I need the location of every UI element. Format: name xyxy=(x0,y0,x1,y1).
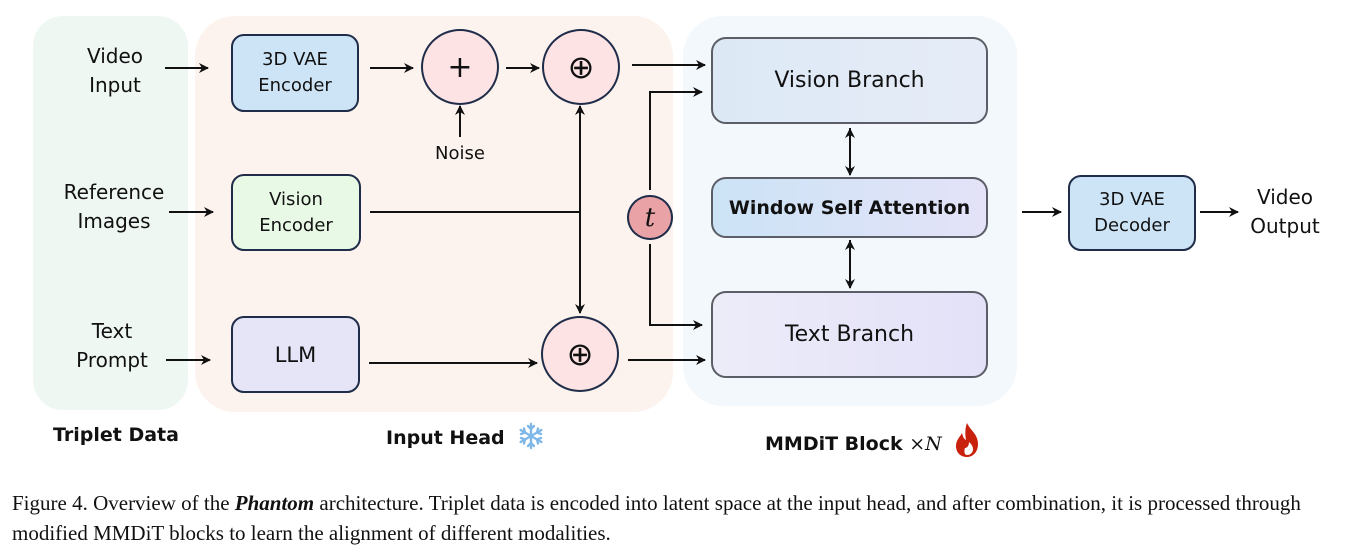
input-head-text: Input Head xyxy=(386,427,505,449)
text-prompt-line1: Text xyxy=(91,319,133,343)
video-input-line1: Video xyxy=(86,44,144,68)
vae-decoder-line2: Decoder xyxy=(1094,215,1170,236)
plus-icon: + xyxy=(447,49,473,85)
snowflake-icon xyxy=(519,422,543,450)
add-operator: + xyxy=(421,29,499,105)
vision-branch-label: Vision Branch xyxy=(774,68,925,93)
caption-emphasis: Phantom xyxy=(234,491,315,515)
text-branch-label: Text Branch xyxy=(784,322,915,347)
triplet-data-title: Triplet Data xyxy=(53,424,179,446)
arrow-t-to-text-branch xyxy=(649,244,703,330)
circled-plus-icon: ⊕ xyxy=(567,48,595,86)
vae-encoder-line2: Encoder xyxy=(258,75,332,96)
concat-operator-top: ⊕ xyxy=(542,29,620,105)
reference-images-line2: Images xyxy=(77,209,151,233)
input-head-title: Input Head xyxy=(386,422,545,450)
circled-plus-icon: ⊕ xyxy=(566,335,594,373)
reference-images-label: Reference Images xyxy=(50,178,178,236)
video-input-line2: Input xyxy=(89,73,141,97)
llm-label: LLM xyxy=(274,342,317,367)
caption-suffix: architecture. Triplet data is encoded in… xyxy=(12,491,1301,545)
vision-encoder-box: Vision Encoder xyxy=(231,174,361,251)
vision-branch-box: Vision Branch xyxy=(711,37,988,124)
reference-images-line1: Reference xyxy=(63,180,165,204)
text-prompt-label: Text Prompt xyxy=(62,317,162,375)
vae-decoder-line1: 3D VAE xyxy=(1099,189,1165,210)
fire-icon xyxy=(956,423,979,457)
video-output-line1: Video xyxy=(1256,185,1314,209)
caption-prefix: Figure 4. Overview of the xyxy=(12,491,235,515)
figure-caption: Figure 4. Overview of the Phantom archit… xyxy=(12,488,1357,548)
video-output-line2: Output xyxy=(1250,214,1320,238)
mmdit-multiplier: ×N xyxy=(909,433,942,455)
triplet-data-panel xyxy=(33,16,188,410)
vae-decoder-box: 3D VAE Decoder xyxy=(1068,175,1196,251)
video-output-label: Video Output xyxy=(1244,183,1326,241)
text-prompt-line2: Prompt xyxy=(76,348,148,372)
timestep-label: t xyxy=(644,202,656,233)
connector-arrows xyxy=(165,60,1239,368)
arrow-t-to-vision-branch xyxy=(649,87,703,190)
window-self-attention-box: Window Self Attention xyxy=(711,177,988,238)
llm-box: LLM xyxy=(231,316,360,393)
vision-encoder-line1: Vision xyxy=(269,188,323,210)
concat-operator-bottom: ⊕ xyxy=(541,316,619,392)
vae-encoder-box: 3D VAE Encoder xyxy=(231,34,359,112)
timestep-operator: t xyxy=(627,195,673,240)
noise-label: Noise xyxy=(435,143,485,164)
vae-encoder-line1: 3D VAE xyxy=(262,49,328,70)
mmdit-block-title: MMDiT Block ×N xyxy=(765,422,980,458)
text-branch-box: Text Branch xyxy=(711,291,988,378)
window-self-attention-label: Window Self Attention xyxy=(728,196,971,219)
video-input-label: Video Input xyxy=(80,42,150,100)
mmdit-block-text: MMDiT Block xyxy=(765,433,903,455)
vision-encoder-line2: Encoder xyxy=(259,214,333,236)
